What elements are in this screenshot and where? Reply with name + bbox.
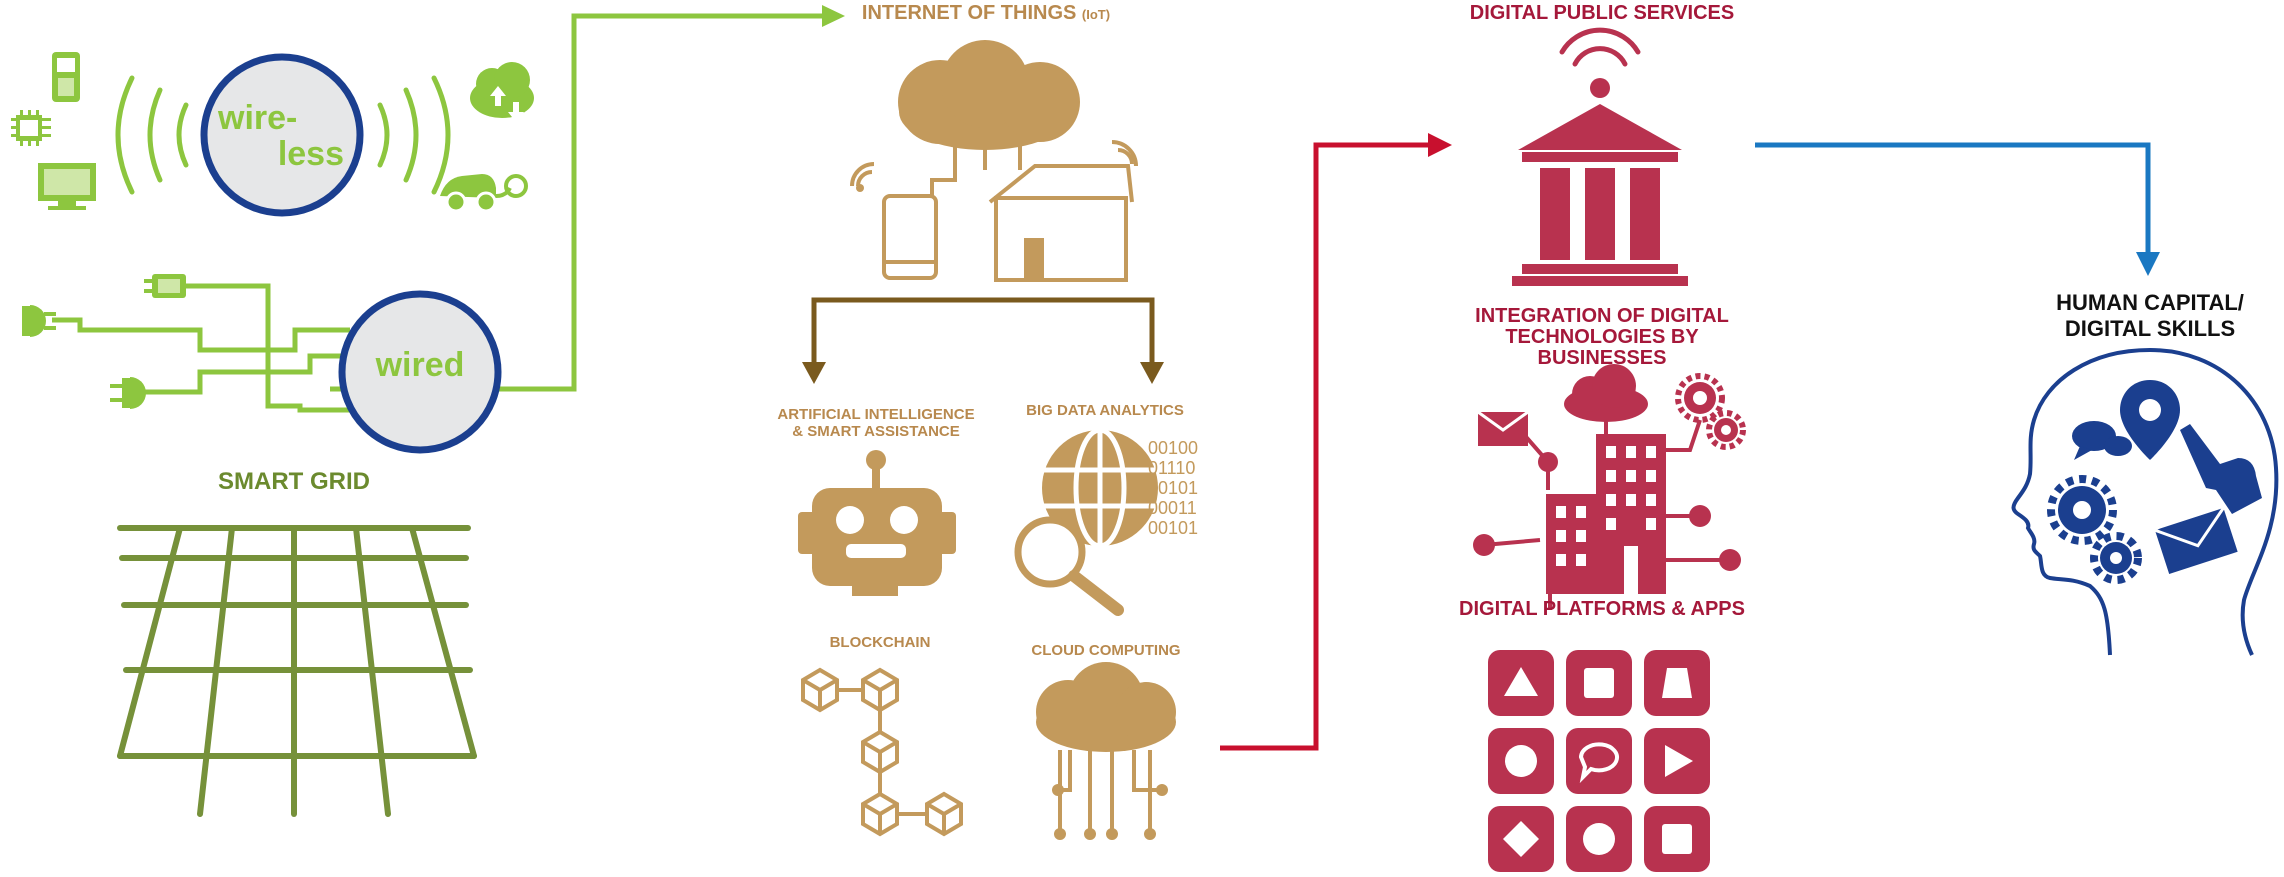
cloud-upload-download-icon (470, 62, 534, 122)
human-capital-title: HUMAN CAPITAL/ DIGITAL SKILLS (2020, 290, 2280, 342)
app-tile-play-icon (1644, 728, 1710, 794)
wireless-label-line2: less (277, 135, 344, 173)
globe-magnifier-icon (1014, 427, 1158, 616)
integration-title-line2: TECHNOLOGIES BY (1505, 326, 1699, 348)
government-building-icon (1512, 27, 1688, 286)
app-tile-circle-icon (1566, 806, 1632, 872)
electric-car-icon (440, 174, 528, 213)
wireless-waves-left (115, 75, 189, 195)
iot-title: INTERNET OF THINGS (IoT) (846, 2, 1126, 25)
arrow-brown-split (802, 297, 1164, 384)
ai-label-line2: & SMART ASSISTANCE (792, 423, 960, 440)
business-network-icon (1473, 364, 1746, 610)
binary-row: 00100 (1148, 438, 1198, 458)
integration-title-line1: INTEGRATION OF DIGITAL (1475, 305, 1729, 327)
binary-row: 00101 (1148, 478, 1198, 498)
wired-circle (338, 290, 502, 454)
human-capital-line1: HUMAN CAPITAL/ (2056, 290, 2244, 315)
arrow-blue-to-human (1755, 142, 2160, 276)
binary-row: 00011 (1148, 498, 1197, 518)
laptop-icon (38, 163, 96, 210)
platforms-title: DIGITAL PLATFORMS & APPS (1459, 598, 1745, 620)
app-tile-speech-bubble-icon (1566, 728, 1632, 794)
smart-grid-icon (117, 525, 477, 817)
arrow-red-to-public (1220, 133, 1452, 751)
smart-grid-title: SMART GRID (218, 468, 370, 495)
app-tile-circle-icon (1488, 728, 1554, 794)
plug-icon-left (22, 305, 56, 337)
app-tile-square-icon (1566, 650, 1632, 716)
human-head-icon (2011, 347, 2279, 656)
wireless-label-line1: wire- (218, 99, 298, 137)
robot-icon (798, 450, 956, 596)
app-tile-trapezoid-icon (1644, 650, 1710, 716)
app-tile-triangle-icon (1488, 650, 1554, 716)
app-icon-grid (1488, 650, 1710, 872)
plug-icon-bottom (110, 377, 146, 409)
binary-row: 01110 (1148, 458, 1195, 478)
app-tile-square-icon (1644, 806, 1710, 872)
cloud-network-icon (1036, 662, 1176, 840)
ai-label: ARTIFICIAL INTELLIGENCE & SMART ASSISTAN… (760, 406, 992, 440)
wireless-label: wire- less (212, 100, 352, 172)
cloud-computing-label: CLOUD COMPUTING (1031, 642, 1181, 659)
public-services-title: DIGITAL PUBLIC SERVICES (1469, 2, 1735, 24)
ai-label-line1: ARTIFICIAL INTELLIGENCE (777, 406, 975, 423)
mobile-phone-icon (52, 52, 80, 102)
blockchain-icon (801, 667, 963, 837)
iot-cloud-house-phone-icon (850, 40, 1138, 282)
wireless-waves-right (377, 75, 451, 195)
microchip-icon (11, 110, 51, 146)
iot-title-suffix: (IoT) (1081, 7, 1111, 22)
iot-title-main: INTERNET OF THINGS (861, 2, 1077, 24)
blockchain-label: BLOCKCHAIN (829, 634, 931, 651)
plug-icon-top (144, 274, 186, 298)
wireless-circle (200, 53, 364, 217)
integration-title-line3: BUSINESSES (1537, 347, 1667, 369)
app-tile-diamond-icon (1488, 806, 1554, 872)
binary-row: 00101 (1148, 518, 1198, 538)
big-data-label: BIG DATA ANALYTICS (1026, 402, 1184, 419)
human-capital-line2: DIGITAL SKILLS (2064, 316, 2236, 341)
integration-title: INTEGRATION OF DIGITAL TECHNOLOGIES BY B… (1450, 306, 1754, 369)
wired-label: wired (375, 346, 465, 384)
